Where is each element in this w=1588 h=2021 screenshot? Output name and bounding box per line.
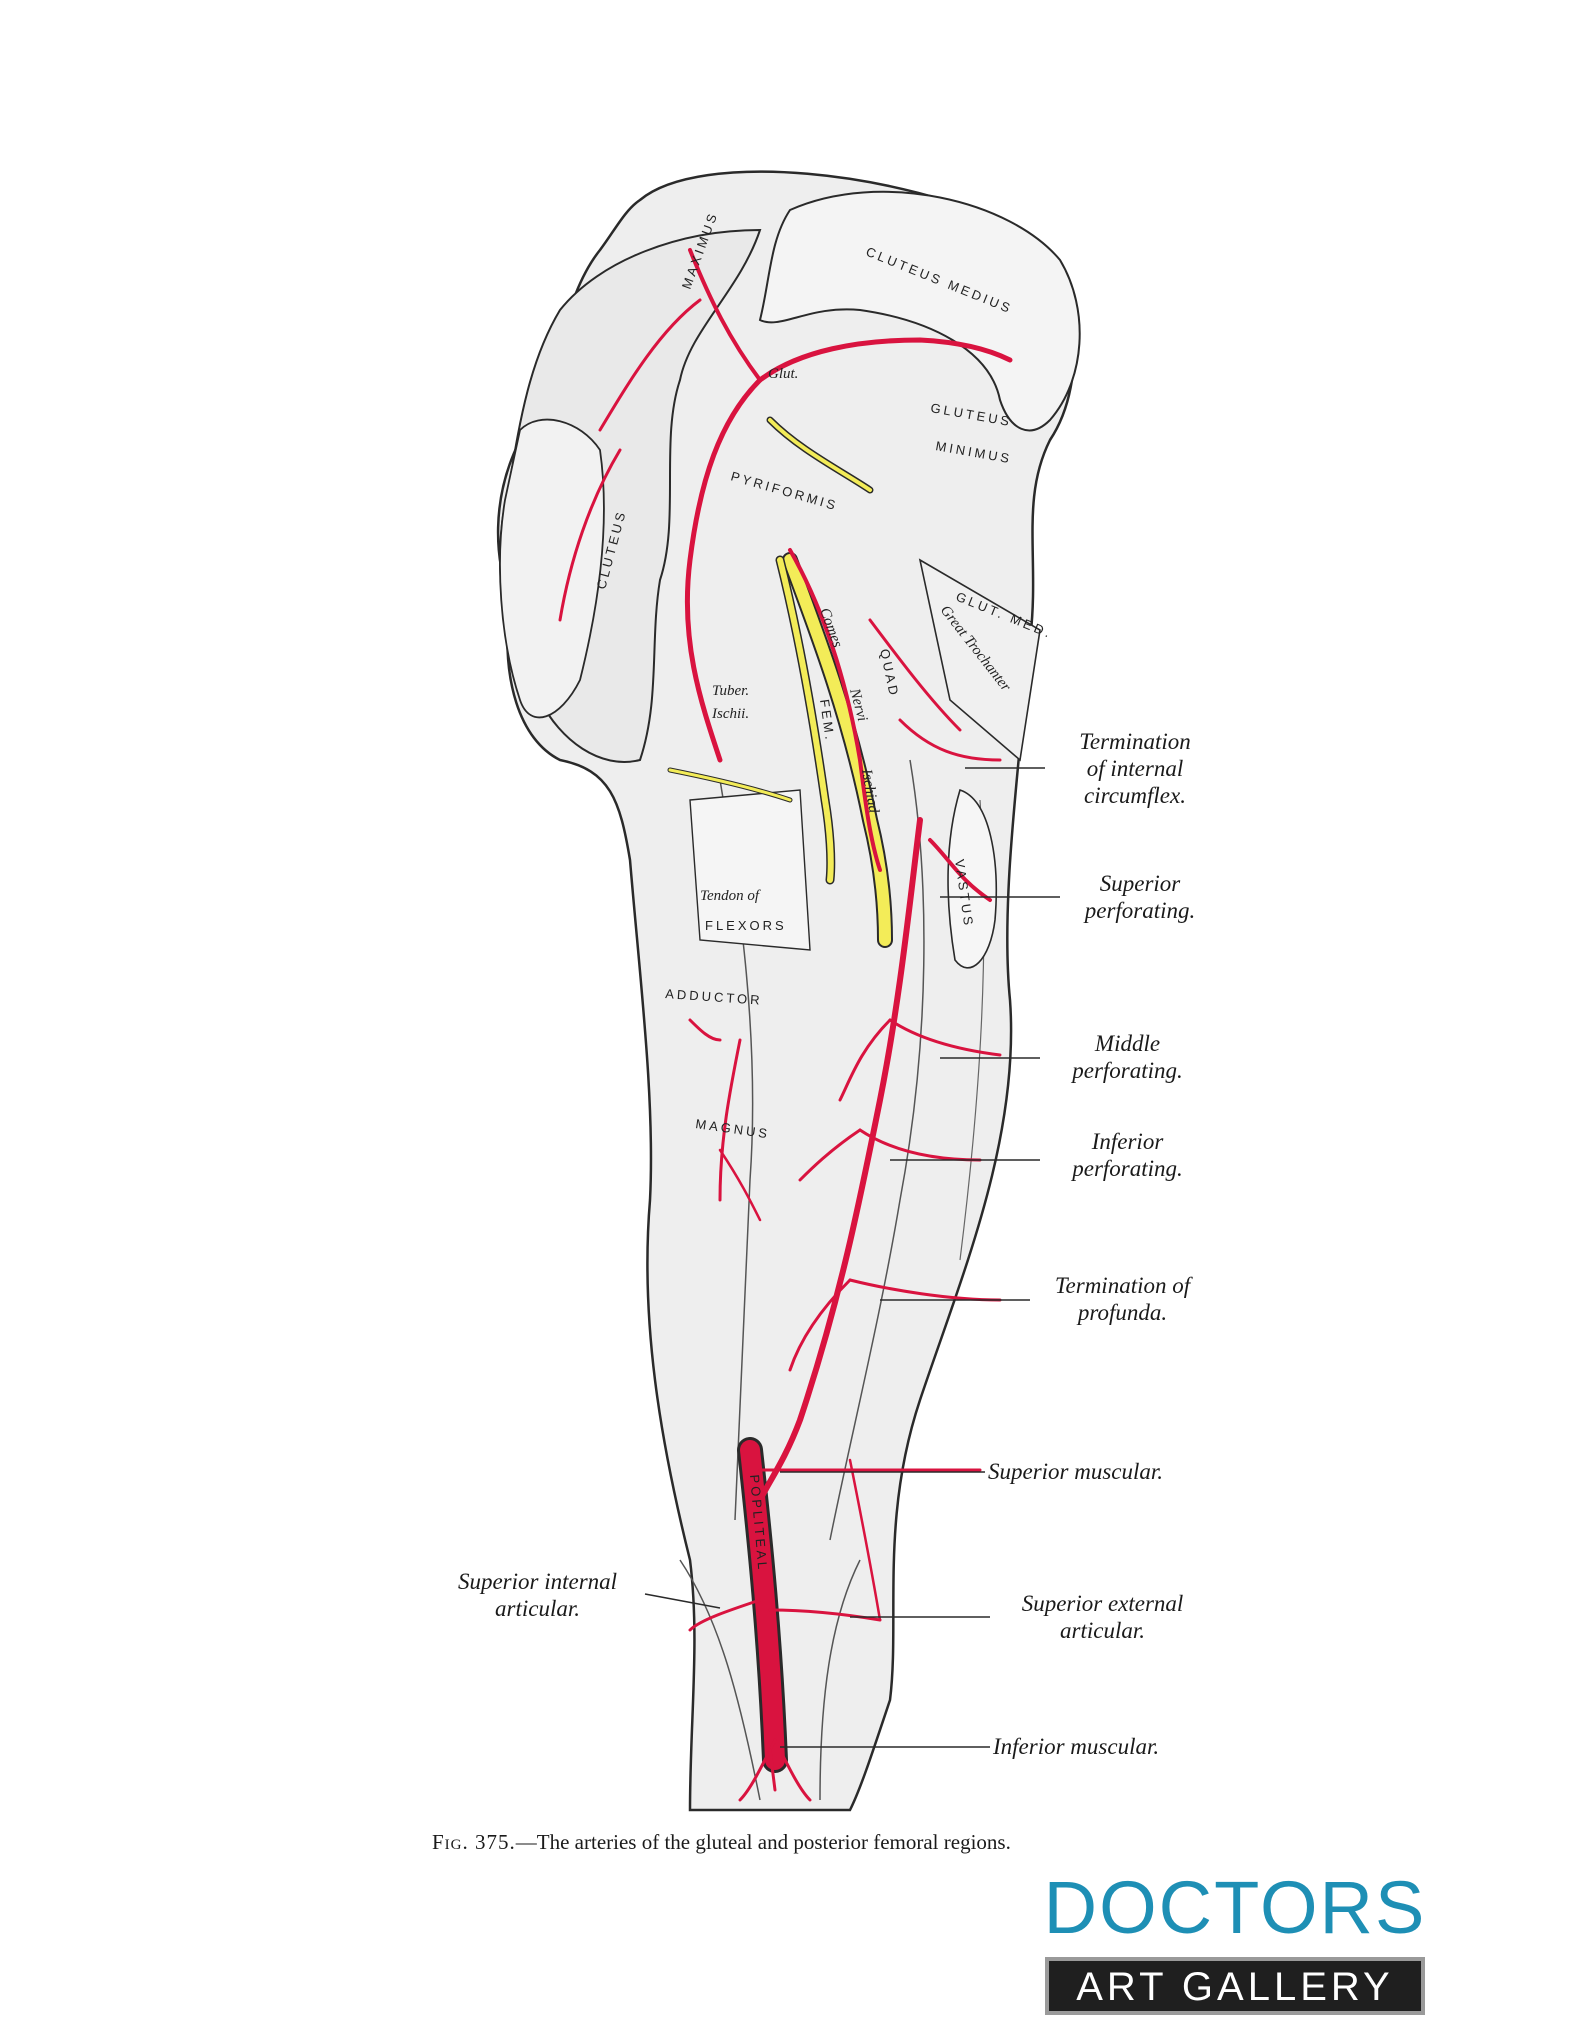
callout-line: Termination	[1079, 729, 1191, 754]
arteries	[558, 248, 1013, 1802]
callout-line: Superior external	[1021, 1591, 1184, 1616]
profunda-trunk	[757, 817, 923, 1503]
callout-line: of internal	[1086, 756, 1184, 781]
superior-perforating-branch	[928, 838, 992, 902]
label-ischiad: Ischiad	[858, 767, 882, 815]
gluteal-flap-shape	[499, 418, 605, 719]
callout-line: Middle	[1094, 1031, 1161, 1056]
callout-line: profunda.	[1077, 1300, 1168, 1325]
label-tuber: Tuber.	[712, 683, 749, 699]
callout-line: circumflex.	[1084, 783, 1186, 808]
callout-line: perforating.	[1072, 1058, 1183, 1083]
superior-internal-articular-branch	[688, 1598, 762, 1632]
label-tendon-of: Tendon of	[700, 888, 761, 904]
callout-line: Inferior	[1091, 1129, 1164, 1154]
glut-med-tab-shape	[918, 558, 1041, 762]
callout-termination-profunda: Termination of profunda.	[1030, 1272, 1215, 1326]
callout-line: Superior	[1099, 871, 1181, 896]
logo-art-gallery: ART GALLERY	[1076, 1965, 1394, 2009]
inferior-muscular-branch	[738, 1738, 777, 1802]
muscle-line-5	[819, 1559, 861, 1801]
label-ischii: Ischii.	[711, 706, 749, 722]
figure-caption: Fig. 375.—The arteries of the gluteal an…	[432, 1830, 1212, 1855]
callout-middle-perforating: Middle perforating.	[1040, 1030, 1215, 1084]
callout-line: Superior internal	[457, 1569, 618, 1594]
callout-inferior-perforating: Inferior perforating.	[1040, 1128, 1215, 1182]
callout-superior-muscular: Superior muscular.	[988, 1458, 1163, 1485]
logo-art-gallery-box: ART GALLERY	[1045, 1957, 1425, 2015]
callout-line: perforating.	[1084, 898, 1196, 923]
callout-superior-perforating: Superior perforating.	[1055, 870, 1225, 924]
callout-termination-internal-circumflex: Termination of internal circumflex.	[1045, 728, 1225, 809]
figure-number: Fig. 375.	[432, 1830, 516, 1854]
callout-line: Termination of	[1054, 1273, 1191, 1298]
callout-line: articular.	[1060, 1618, 1145, 1643]
gluteal-artery	[757, 337, 1013, 383]
label-flexors: FLEXORS	[705, 918, 787, 933]
label-fem: FEM.	[817, 698, 838, 743]
callout-superior-internal-articular: Superior internal articular.	[430, 1568, 645, 1622]
callout-line: perforating.	[1072, 1156, 1183, 1181]
callout-line: Superior muscular.	[988, 1459, 1164, 1484]
callout-line: Inferior muscular.	[993, 1734, 1160, 1759]
figure-caption-text: —The arteries of the gluteal and posteri…	[515, 1830, 1011, 1854]
callout-line: articular.	[495, 1596, 580, 1621]
callout-inferior-muscular: Inferior muscular.	[993, 1733, 1159, 1760]
muscle-line-2	[829, 759, 925, 1541]
muscle-line-4	[679, 1559, 761, 1801]
label-glut: Glut.	[768, 366, 798, 382]
middle-perforating-branch	[888, 1018, 1002, 1057]
logo-doctors: DOCTORS	[1043, 1866, 1427, 1949]
label-adductor: ADDUCTOR	[665, 986, 763, 1008]
leader-lines	[644, 767, 1060, 1748]
gluteus-medius-shape	[758, 190, 1081, 432]
callout-superior-external-articular: Superior external articular.	[995, 1590, 1210, 1644]
superior-external-articular-branch	[768, 1608, 882, 1622]
